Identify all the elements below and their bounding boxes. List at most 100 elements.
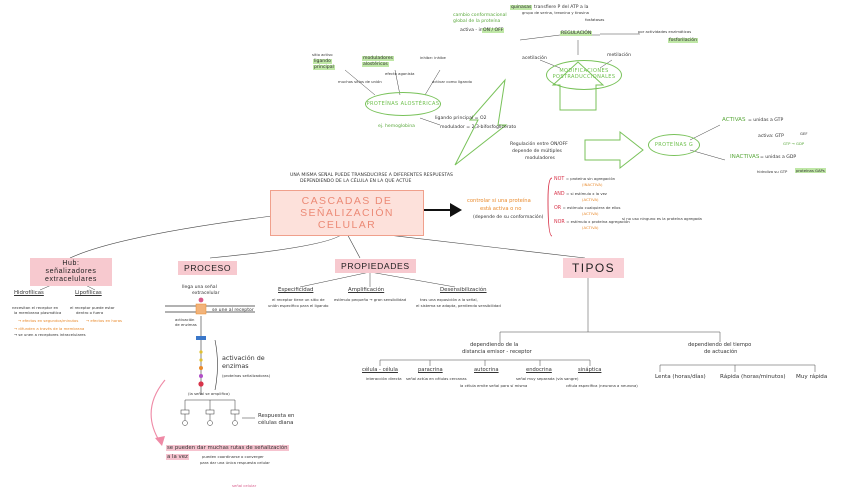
cambio-line1: cambio conformacional	[453, 13, 507, 18]
enzyme-shape-1	[196, 336, 206, 340]
modulador-text: modulador = 2,3-bifosfoglicerato	[440, 125, 517, 130]
des-desc2: el sistema se adapta, perdiendo sensibil…	[416, 303, 501, 308]
regulacion-text: REGULACIÓN	[560, 31, 593, 36]
logic-side-note: si no uso ninguno es la proteína agregad…	[622, 216, 702, 221]
heterogenea-text: ej. hemoglobina	[378, 124, 415, 129]
alostericos-box: alostéricos	[362, 62, 389, 67]
pink-line3: pueden coordinarse o converger	[202, 454, 264, 459]
inhibe-text: inhibe: inhibe	[420, 55, 446, 60]
controlar-line3: (depende de su conformación)	[473, 215, 544, 220]
fosforila-text: fosforilación	[668, 38, 699, 43]
principal-box: principal	[313, 65, 335, 70]
pink-line1-text: se pueden dar muchas rutas de señalizaci…	[166, 445, 289, 451]
principal-label: principal	[313, 65, 335, 70]
activacion-line1: activación de	[222, 354, 265, 362]
tipos-left-head2: distancia emisor - receptor	[462, 349, 532, 355]
gtp-gdp-text: GTP → GDP	[783, 141, 805, 146]
quinasas-label: quinasas	[510, 5, 533, 10]
desensibilizacion-label: Desensibilización	[440, 287, 487, 293]
fosfo-row: quinasas transfiere P del ATP a la	[510, 5, 588, 10]
muchos-text: muchos sitios de unión	[338, 79, 382, 84]
des-desc1: tras una exposición a la señal,	[420, 297, 478, 302]
logic-and-text: = si estímulo x la vez	[566, 191, 607, 196]
fosfatasas-text: fosfatasas	[585, 17, 605, 22]
hidro-desc1: necesitan el receptor en	[12, 305, 59, 310]
activacion-line3: (proteínas señalizadoras)	[222, 373, 271, 378]
logic-nor-text: = estímulo x proteína agregación	[566, 219, 630, 224]
logic-or-text: = estímulo cualquiera de ellos	[562, 205, 621, 210]
gaps-label: proteínas GAPs	[795, 168, 826, 173]
regulacion-r2: depende de múltiples	[512, 149, 562, 154]
alostericos-label: alostéricos	[362, 62, 389, 67]
tipo-endocrina-desc: señal muy separada (vía sangre)	[516, 376, 579, 381]
fosfo-text2: grupo de serina, treonina y tirosina	[522, 10, 589, 15]
tipos-head: TIPOS	[563, 258, 625, 278]
proteinas-g-oval: PROTEÍNAS G	[648, 134, 700, 156]
regulacion-r1: Regulación entre ON/OFF	[510, 142, 568, 147]
logic-and: AND = si estímulo x la vez(ACTIVA)	[554, 191, 607, 203]
extracelular-text: extracelular	[192, 291, 220, 296]
especificidad-label: Especificidad	[278, 287, 314, 293]
tipo-autocrina-desc: la célula emite señal para sí misma	[460, 383, 528, 388]
amp-desc: estímulo pequeño → gran sensibilidad	[334, 297, 407, 302]
modificaciones-oval: MODIFICACIONES POSTRADUCCIONALES	[546, 60, 622, 90]
receptor-text: se une al receptor	[212, 308, 254, 313]
logic-and-tag: (ACTIVA)	[582, 196, 599, 202]
hidro-desc2: la membrana plasmática	[14, 310, 62, 315]
unidas-gdp-text: = unidas a GDP	[760, 155, 797, 160]
logic-not-tag: (INACTIVA)	[582, 181, 603, 187]
lipo-desc1: el receptor puede estar	[70, 305, 115, 310]
on-off-text: ON / OFF	[482, 28, 505, 33]
logic-not-text: = proteína sin agregación	[565, 176, 616, 181]
tiempo-muy-rapida: Muy rápida	[796, 374, 828, 380]
title-line2: SEÑALIZACIÓN CELULAR	[300, 207, 394, 231]
sitio-activo-text: sitio activo	[312, 52, 333, 57]
title-line1: CASCADAS DE	[301, 195, 393, 207]
tipo-sinaptica: sináptica	[578, 367, 602, 373]
amplifica-text: (la señal se amplifica)	[188, 391, 230, 396]
hub-nota2: → se unen a receptores intracelulares	[14, 332, 86, 337]
fosforila-label: fosforilación	[668, 38, 699, 43]
above-line2: DEPENDIENDO DE LA CÉLULA EN LA QUE ACTÚE	[300, 179, 412, 184]
tipo-sinaptica-desc: célula específica (neurona a neurona)	[566, 383, 638, 388]
lipo-desc2: dentro o fuera	[76, 310, 104, 315]
moduladores-box: moduladores	[362, 56, 394, 61]
hub-head: Hub: señalizadores extracelulares	[30, 258, 112, 286]
llega-text: llega una señal	[182, 285, 217, 290]
amplificacion-label: Amplificación	[348, 287, 385, 293]
logic-or-key: OR	[554, 206, 562, 211]
respuesta-line2: células diana	[258, 420, 294, 426]
ligando-box: ligando	[313, 59, 332, 64]
ligand-shape	[198, 297, 204, 303]
ligando-principal-text: ligando principal = O2	[435, 116, 487, 121]
moduladores-label: moduladores	[362, 56, 394, 61]
ligando-label: ligando	[313, 59, 332, 64]
hidroliza-text: hidroliza su GTP	[757, 169, 788, 174]
esp-desc1: el receptor tiene un sitio de	[272, 297, 325, 302]
pink-line2: a la vez	[166, 454, 189, 460]
logic-and-key: AND	[554, 192, 565, 197]
logic-nor-key: NOR	[554, 220, 565, 225]
tiempo-lenta: Lenta (horas/días)	[655, 374, 706, 380]
gaps-text: proteínas GAPs	[795, 168, 826, 173]
hub-orange1: → efectos en segundos/minutos	[18, 318, 79, 323]
tipo-celula-desc: interacción directa	[366, 376, 402, 381]
activa-text: activa - inactiva	[460, 28, 497, 33]
eliminan-text: por actividades enzimáticas	[638, 29, 692, 34]
proteinas-alostericas-oval: PROTEÍNAS ALOSTÉRICAS	[365, 92, 441, 116]
pink-line2-text: a la vez	[166, 454, 189, 460]
controlar-line2: está activa o no	[480, 206, 522, 212]
arrow-head	[450, 203, 462, 217]
proceso-head: PROCESO	[178, 261, 238, 275]
tipo-paracrina-desc: señal actúa en células cercanas	[406, 376, 467, 381]
logic-not-key: NOT	[554, 177, 565, 182]
logic-nor: NOR = estímulo x proteína agregación(ACT…	[554, 219, 630, 231]
efecto-text: efecto agonista	[385, 71, 415, 76]
inactivas-label: INACTIVAS	[730, 154, 760, 160]
logic-or: OR = estímulo cualquiera de ellos(ACTIVA…	[554, 205, 621, 217]
pink-line4: para dar una única respuesta celular	[200, 460, 270, 465]
unidas-gtp-text: = unidas a GTP	[748, 118, 784, 123]
cambio-line2: global de la proteína	[453, 19, 501, 24]
mod-line2: POSTRADUCCIONALES	[552, 74, 616, 80]
